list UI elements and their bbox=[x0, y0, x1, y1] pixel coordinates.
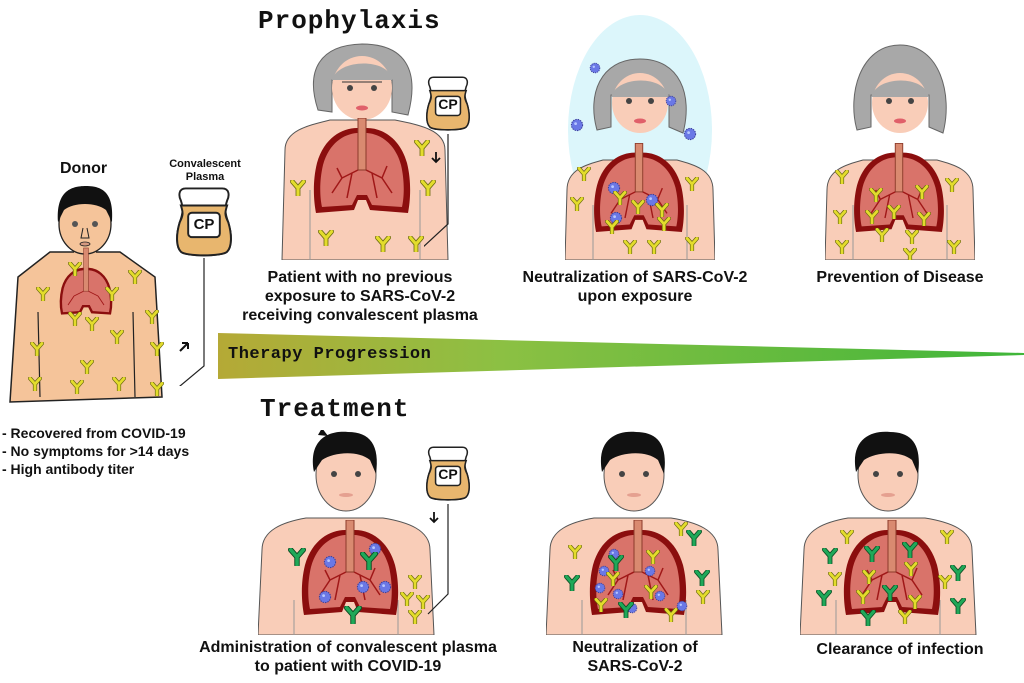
donor-criteria: - Recovered from COVID-19 - No symptoms … bbox=[2, 424, 189, 478]
treatment-bag-label: CP bbox=[438, 466, 458, 482]
treatment-title: Treatment bbox=[260, 394, 410, 424]
therapy-progression-arrow: Therapy Progression bbox=[218, 333, 1024, 379]
treatment-step1-caption: Administration of convalescent plasma to… bbox=[168, 638, 528, 676]
treatment-step2-caption: Neutralization of SARS-CoV-2 bbox=[545, 638, 725, 676]
treatment-step3-caption: Clearance of infection bbox=[790, 640, 1010, 659]
caption-line: Patient with no previous bbox=[267, 269, 453, 286]
prophylaxis-patient-prevention bbox=[825, 40, 975, 260]
donor-figure bbox=[0, 182, 170, 412]
criteria-item: - Recovered from COVID-19 bbox=[2, 425, 186, 441]
plasma-bag: CP bbox=[176, 186, 232, 386]
prophylaxis-patient-exposure bbox=[565, 15, 715, 260]
caption-line: to patient with COVID-19 bbox=[254, 658, 442, 675]
criteria-item: - No symptoms for >14 days bbox=[2, 443, 190, 459]
caption-line: receiving convalescent plasma bbox=[242, 307, 478, 324]
prophylaxis-plasma-bag: CP bbox=[424, 74, 474, 254]
caption-line: Administration of convalescent plasma bbox=[199, 639, 497, 656]
caption-line: SARS-CoV-2 bbox=[587, 658, 683, 675]
caption-line: Clearance of infection bbox=[816, 641, 984, 658]
caption-line: Neutralization of bbox=[572, 639, 698, 656]
treatment-patient-administration bbox=[258, 430, 438, 635]
caption-line: upon exposure bbox=[577, 288, 693, 305]
plasma-title-line1: Convalescent bbox=[169, 158, 241, 170]
prophylaxis-title: Prophylaxis bbox=[258, 6, 441, 36]
prophylaxis-step1-caption: Patient with no previous exposure to SAR… bbox=[210, 268, 510, 325]
plasma-title-line2: Plasma bbox=[185, 171, 225, 183]
plasma-title: Convalescent Plasma bbox=[160, 158, 250, 184]
donor-hair bbox=[57, 186, 113, 222]
criteria-item: - High antibody titer bbox=[2, 461, 135, 477]
plasma-bag-label: CP bbox=[193, 216, 215, 233]
prophylaxis-patient-receiving bbox=[280, 40, 480, 260]
caption-line: Neutralization of SARS-CoV-2 bbox=[522, 269, 748, 286]
prophylaxis-step3-caption: Prevention of Disease bbox=[790, 268, 1010, 287]
hair-black bbox=[312, 431, 377, 474]
prophylaxis-step2-caption: Neutralization of SARS-CoV-2 upon exposu… bbox=[500, 268, 770, 306]
prophylaxis-bag-label: CP bbox=[438, 96, 458, 112]
donor-label: Donor bbox=[60, 160, 108, 177]
caption-line: exposure to SARS-CoV-2 bbox=[264, 288, 456, 305]
caption-line: Prevention of Disease bbox=[816, 269, 984, 286]
treatment-plasma-bag: CP bbox=[424, 444, 474, 624]
treatment-patient-clearance bbox=[800, 430, 980, 635]
treatment-patient-neutralization bbox=[546, 430, 726, 635]
therapy-progression-label: Therapy Progression bbox=[228, 345, 432, 364]
